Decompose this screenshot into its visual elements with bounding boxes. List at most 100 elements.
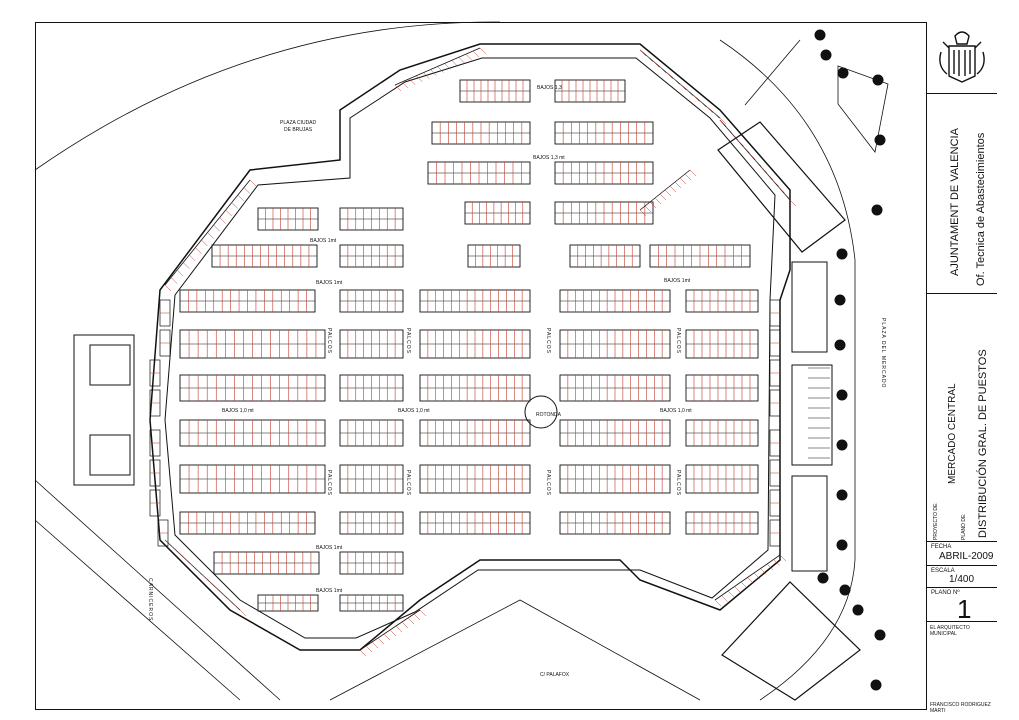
perimeter-stall: [149, 489, 161, 517]
stall-block: [339, 551, 404, 575]
stall-block: [559, 289, 671, 313]
tree-icon: [834, 294, 846, 306]
perimeter-stall: [159, 299, 171, 327]
tree-icon: [852, 604, 864, 616]
sheet-number: 1: [957, 594, 972, 624]
west-entrance-room: [89, 344, 131, 386]
perimeter-band-s: [359, 609, 427, 657]
perimeter-stall: [769, 489, 781, 517]
bajos-label-b: BAJOS 1mt: [316, 280, 343, 286]
perimeter-stall: [149, 459, 161, 487]
tree-icon: [836, 539, 848, 551]
east-annex-north: [791, 261, 828, 353]
east-steps: [791, 364, 833, 466]
stall-block: [685, 374, 759, 402]
tree-icon: [814, 29, 826, 41]
tree-icon: [874, 629, 886, 641]
architect-name: FRANCISCO RODRIGUEZ MARTI: [930, 702, 991, 714]
stall-block: [419, 419, 531, 447]
stall-block: [419, 329, 531, 359]
stall-block: [179, 374, 326, 402]
tree-icon: [817, 572, 829, 584]
bajos-label-e: BAJOS 1,0 mt: [398, 408, 430, 414]
tree-icon: [836, 489, 848, 501]
perimeter-band-se: [714, 554, 787, 607]
perimeter-band-sw: [164, 539, 247, 617]
palcos-label-4: PALCOS: [675, 328, 681, 354]
project-cell: PROYECTO DE: MERCADO CENTRAL PLANO DE: D…: [927, 294, 997, 542]
stall-block: [559, 374, 671, 402]
bajos-label-f: BAJOS 1,0 mt: [660, 408, 692, 414]
stall-block: [685, 511, 759, 535]
bajos-label-a: BAJOS 1mt: [310, 238, 337, 244]
perimeter-stall: [769, 389, 781, 417]
bajos-label-d: BAJOS 1,0 mt: [222, 408, 254, 414]
stall-block: [339, 511, 404, 535]
perimeter-stall: [769, 519, 781, 547]
title-block: AJUNTAMENT DE VALENCIA Of. Tecnica de Ab…: [926, 22, 998, 714]
bajos-label-g: BAJOS 1mt: [316, 545, 343, 551]
stall-block: [569, 244, 641, 268]
bajos-label-i: BAJOS 1,3: [537, 85, 562, 91]
tree-icon: [837, 67, 849, 79]
perimeter-stall: [769, 429, 781, 457]
tree-icon: [871, 204, 883, 216]
street-line-southwest: [34, 519, 241, 701]
tree-icon: [834, 339, 846, 351]
stall-block: [339, 374, 404, 402]
palcos-label-6: PALCOS: [405, 470, 411, 496]
tree-icon: [836, 248, 848, 260]
scale-cell: ESCALA 1/400: [927, 566, 997, 588]
west-entrance: [73, 334, 135, 486]
stall-block: [179, 464, 326, 494]
date-value: ABRIL-2009: [939, 551, 994, 562]
perimeter-stall: [159, 329, 171, 357]
stall-block: [685, 329, 759, 359]
scale-value: 1/400: [949, 574, 975, 585]
stall-block: [339, 289, 404, 313]
perimeter-stall: [769, 359, 781, 387]
stall-block: [339, 329, 404, 359]
stall-block: [554, 161, 654, 185]
stall-block: [459, 79, 531, 103]
stall-block: [179, 419, 326, 447]
stall-block: [339, 419, 404, 447]
date-cell: FECHA ABRIL-2009: [927, 542, 997, 566]
stall-block: [685, 464, 759, 494]
stall-block: [419, 464, 531, 494]
stall-block: [427, 161, 531, 185]
street-line-southwest-2: [34, 479, 281, 701]
stall-block: [554, 79, 626, 103]
perimeter-band-ne: [639, 49, 727, 125]
stall-block: [685, 289, 759, 313]
stall-block: [257, 594, 319, 612]
hall-outline: [149, 43, 791, 651]
architect-label: EL ARQUITECTO MUNICIPAL: [930, 625, 970, 637]
plaza-triangle: [837, 65, 889, 153]
northeast-annex: [717, 121, 846, 253]
sheet-cell: PLANO Nº 1: [927, 588, 997, 624]
stall-block: [467, 244, 521, 268]
rotunda-label: ROTONDA: [536, 412, 561, 418]
palcos-label-2: PALCOS: [405, 328, 411, 354]
bajos-label-h: BAJOS 1mt: [316, 588, 343, 594]
perimeter-band-nw: [164, 179, 257, 292]
tree-icon: [820, 49, 832, 61]
perimeter-stall: [769, 299, 781, 327]
tree-icon: [872, 74, 884, 86]
perimeter-stall: [149, 389, 161, 417]
stall-block: [559, 419, 671, 447]
stall-block: [179, 329, 326, 359]
street-line-east: [719, 39, 856, 701]
stall-block: [554, 201, 654, 225]
drawing-frame: [35, 22, 998, 710]
west-entrance-room: [89, 434, 131, 476]
street-carniceros: CARNICEROS: [147, 578, 153, 622]
tree-icon: [870, 679, 882, 691]
stall-block: [211, 244, 318, 268]
tree-icon: [836, 439, 848, 451]
valencia-coat-of-arms-icon: [939, 31, 985, 83]
stall-block: [339, 207, 404, 231]
palcos-label-1: PALCOS: [326, 328, 332, 354]
